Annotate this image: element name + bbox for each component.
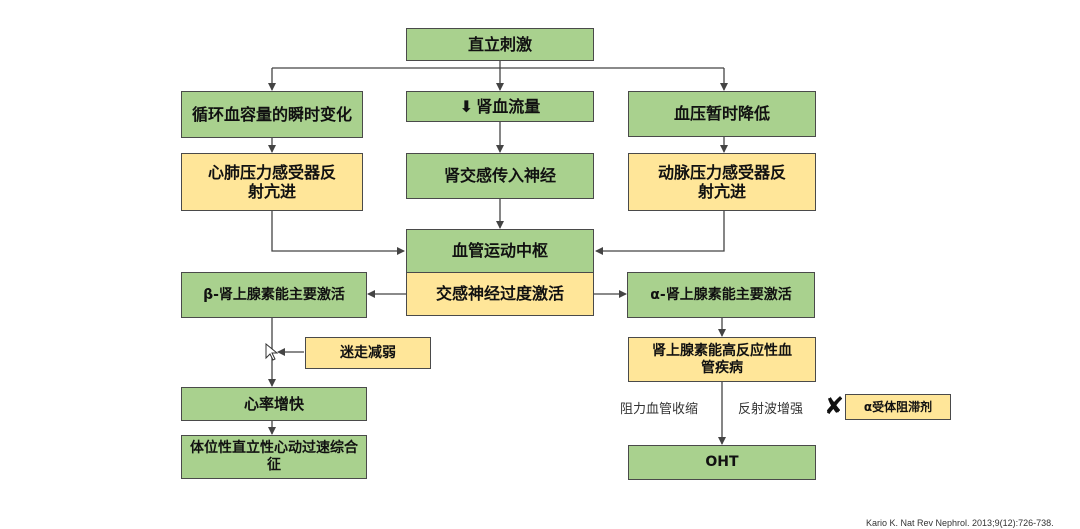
blood-volume-change-box: 循环血容量的瞬时变化 <box>181 91 363 138</box>
renal-blood-flow-box: ⬇ 肾血流量 <box>406 91 594 122</box>
arterial-baroreflex-text: 动脉压力感受器反射亢进 <box>657 162 786 201</box>
stimulus-text: 直立刺激 <box>467 34 532 54</box>
cardiopulmonary-baroreflex-box: 心肺压力感受器反射亢进 <box>181 153 363 211</box>
citation-text: Kario K. Nat Rev Nephrol. 2013;9(12):726… <box>866 518 1054 528</box>
block-x-icon: ✘ <box>824 392 845 420</box>
beta-activation-box: β-肾上腺素能主要激活 <box>181 272 367 318</box>
bp-drop-box: 血压暂时降低 <box>628 91 816 137</box>
heart-rate-increase-text: 心率增快 <box>243 395 304 413</box>
cardiopulmonary-baroreflex-text: 心肺压力感受器反射亢进 <box>207 162 336 201</box>
mouse-cursor-icon <box>265 343 279 361</box>
vasomotor-center-text: 血管运动中枢 <box>451 241 548 261</box>
pots-box: 体位性直立性心动过速综合征 <box>181 435 367 479</box>
renal-blood-flow-text: 肾血流量 <box>476 96 541 116</box>
alpha-activation-box: α-肾上腺素能主要激活 <box>627 272 815 318</box>
vasomotor-center-box: 血管运动中枢 <box>406 229 594 273</box>
oht-box: OHT <box>628 445 816 480</box>
oht-text: OHT <box>705 454 739 471</box>
renal-afferent-box: 肾交感传入神经 <box>406 153 594 199</box>
down-arrow-icon: ⬇ <box>459 96 474 116</box>
connector <box>595 211 725 255</box>
heart-rate-increase-box: 心率增快 <box>181 387 367 421</box>
alpha-blocker-box: α受体阻滞剂 <box>845 394 951 420</box>
pots-text: 体位性直立性心动过速综合征 <box>190 440 358 473</box>
connector <box>271 211 405 255</box>
sympathetic-overactivation-text: 交感神经过度激活 <box>435 284 564 304</box>
bp-drop-text: 血压暂时降低 <box>673 104 770 124</box>
alpha-vascular-disease-text: 肾上腺素能高反应性血管疾病 <box>652 342 792 376</box>
vagal-weakening-text: 迷走减弱 <box>340 344 396 361</box>
vagal-weakening-box: 迷走减弱 <box>305 337 431 369</box>
blood-volume-change-text: 循环血容量的瞬时变化 <box>192 104 353 124</box>
reflected-wave-label: 反射波增强 <box>738 402 804 417</box>
alpha-vascular-disease-box: 肾上腺素能高反应性血管疾病 <box>628 337 816 382</box>
stimulus-box: 直立刺激 <box>406 28 594 61</box>
alpha-activation-text: α-肾上腺素能主要激活 <box>650 286 792 303</box>
beta-activation-text: β-肾上腺素能主要激活 <box>203 286 345 303</box>
resistance-vasoconstriction-label: 阻力血管收缩 <box>620 402 699 417</box>
sympathetic-overactivation-box: 交感神经过度激活 <box>406 272 594 316</box>
arterial-baroreflex-box: 动脉压力感受器反射亢进 <box>628 153 816 211</box>
renal-afferent-text: 肾交感传入神经 <box>443 166 556 186</box>
alpha-blocker-text: α受体阻滞剂 <box>863 399 933 414</box>
